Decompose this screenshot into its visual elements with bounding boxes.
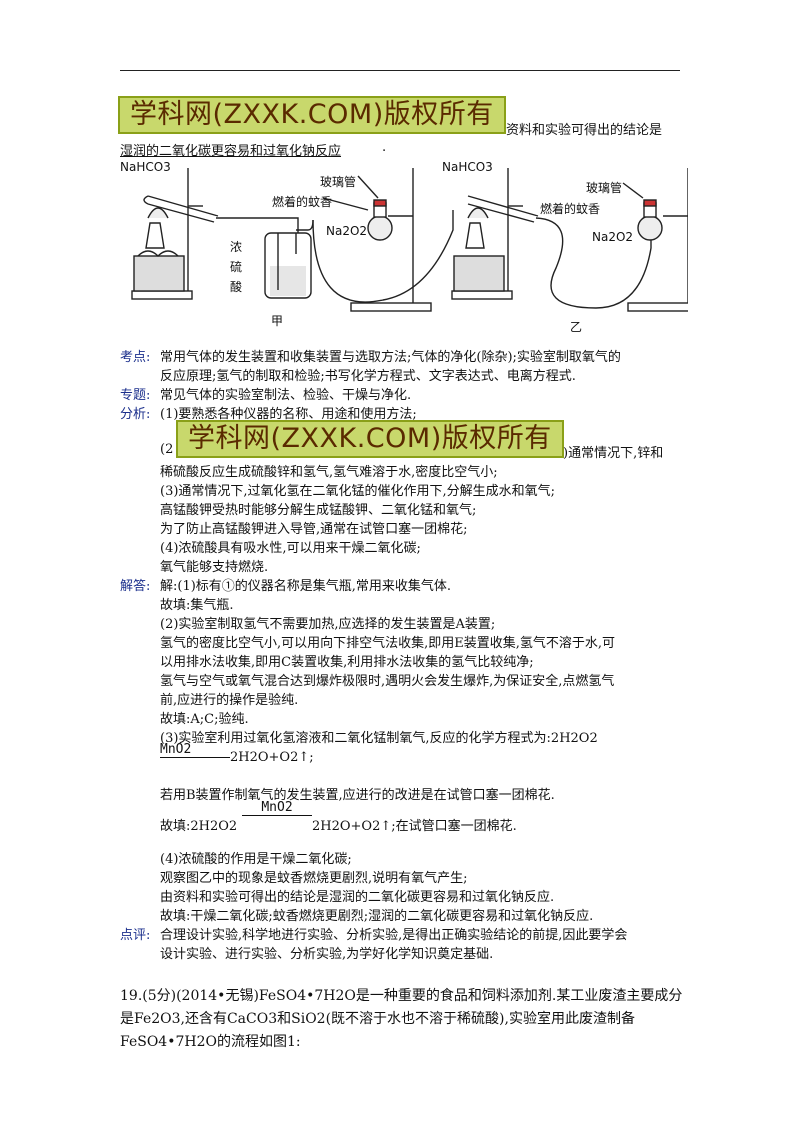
label-glass-tube-right: 玻璃管 [586,181,623,195]
equation-1: MnO2 [160,742,230,758]
equation-bar-1 [160,757,230,758]
jieda-line-4: 氢气的密度比空气小,可以用向下排空气法收集,即用E装置收集,氢气不溶于水,可 [160,636,616,651]
catalyst-label-2: MnO2 [261,800,293,815]
watermark-banner-2: 学科网(ZXXK.COM)版权所有 [176,420,564,458]
q19-line-3: FeSO4•7H2O的流程如图1: [120,1034,301,1050]
q19-line-2: 是Fe2O3,还含有CaCO3和SiO2(既不溶于水也不溶于稀硫酸),实验室用此… [120,1011,635,1027]
jieda-line-11-head: 故填:2H2O2 [160,819,238,834]
label-acid-1: 浓 [230,240,243,254]
figure-label-left: 甲 [271,314,284,328]
jieda-line-15: 故填:干燥二氧化碳;蚊香燃烧更剧烈;湿润的二氧化碳更容易和过氧化钠反应. [160,909,594,924]
jieda-line-9: (3)实验室利用过氧化氢溶液和二氧化锰制氧气,反应的化学方程式为:2H2O2 [160,731,598,746]
fenxi-line-7: (4)浓硫酸具有吸水性,可以用来干燥二氧化碳; [160,541,421,556]
equation-1-product: 2H2O+O2↑; [230,750,314,765]
fenxi-line-6: 为了防止高锰酸钾进入导管,通常在试管口塞一团棉花; [160,522,468,537]
label-glass-tube-left: 玻璃管 [320,175,357,189]
zhuanti-text: 常见气体的实验室制法、检验、干燥与净化. [160,388,412,403]
label-acid-2: 硫 [230,260,243,274]
fenxi-line-2-head: (2 [160,442,174,457]
label-na2o2-left: Na2O2 [326,224,368,238]
label-mosquito-coil-right: 燃着的蚊香 [540,202,601,216]
jieda-line-2: 故填:集气瓶. [160,598,234,613]
intro-line2-end: . [382,140,387,155]
jieda-line-11-tail: 2H2O+O2↑;在试管口塞一团棉花. [312,819,517,834]
label-na2o2-right: Na2O2 [592,230,634,244]
jieda-line-7: 前,应进行的操作是验纯. [160,693,299,708]
fenxi-line-2-tail: )通常情况下,锌和 [563,446,664,461]
kaodian-label: 考点: [120,350,151,365]
label-nahco3-right: NaHCO3 [442,160,493,174]
label-nahco3-left: NaHCO3 [120,160,171,174]
equation-2: MnO2 [242,800,312,816]
jieda-line-10: 若用B装置作制氧气的发生装置,应进行的改进是在试管口塞一团棉花. [160,788,555,803]
intro-line2: 湿润的二氧化碳更容易和过氧化钠反应 [120,144,342,159]
fenxi-line-8: 氧气能够支持燃烧. [160,560,269,575]
watermark-banner: 学科网(ZXXK.COM)版权所有 [118,96,506,134]
fenxi-label: 分析: [120,407,151,422]
jieda-line-12: (4)浓硫酸的作用是干燥二氧化碳; [160,852,352,867]
jieda-label: 解答: [120,579,151,594]
label-mosquito-coil-left: 燃着的蚊香 [272,195,333,209]
equation-bar-2 [242,815,312,816]
q19-line-1: 19.(5分)(2014•无锡)FeSO4•7H2O是一种重要的食品和饲料添加剂… [120,988,683,1004]
jieda-line-6: 氢气与空气或氧气混合达到爆炸极限时,遇明火会发生爆炸,为保证安全,点燃氢气 [160,674,615,689]
stand-base-left [131,290,193,300]
zhuanti-label: 专题: [120,388,151,403]
dianping-line-1: 合理设计实验,科学地进行实验、分析实验,是得出正确实验结论的前提,因此要学会 [160,928,628,943]
apparatus-figure [131,168,688,312]
kaodian-text-1: 常用气体的发生装置和收集装置与选取方法;气体的净化(除杂);实验室制取氧气的 [160,350,621,365]
jieda-line-1: 解:(1)标有①的仪器名称是集气瓶,常用来收集气体. [160,579,452,594]
jieda-line-14: 由资料和实验可得出的结论是湿润的二氧化碳更容易和过氧化钠反应. [160,890,555,905]
jieda-line-13: 观察图乙中的现象是蚊香燃烧更剧烈,说明有氧气产生; [160,871,468,886]
fenxi-line-5: 高锰酸钾受热时能够分解生成锰酸钾、二氧化锰和氧气; [160,503,477,518]
jieda-line-8: 故填:A;C;验纯. [160,712,249,727]
dianping-label: 点评: [120,928,151,943]
jieda-line-3: (2)实验室制取氢气不需要加热,应选择的发生装置是A装置; [160,617,496,632]
figure-label-right: 乙 [570,320,583,334]
fenxi-line-4: (3)通常情况下,过氧化氢在二氧化锰的催化作用下,分解生成水和氧气; [160,484,556,499]
catalyst-label-1: MnO2 [160,742,192,757]
top-rule [120,70,680,71]
fenxi-line-3: 稀硫酸反应生成硫酸锌和氢气,氢气难溶于水,密度比空气小; [160,465,498,480]
label-acid-3: 酸 [230,280,243,294]
kaodian-text-2: 反应原理;氢气的制取和检验;书写化学方程式、文字表达式、电离方程式. [160,369,576,384]
jieda-line-5: 以用排水法收集,即用C装置收集,利用排水法收集的氢气比较纯净; [160,655,534,670]
dianping-line-2: 设计实验、进行实验、分析实验,为学好化学知识奠定基础. [160,947,494,962]
fenxi-line-1: (1)要熟悉各种仪器的名称、用途和使用方法; [160,407,417,422]
intro-line1-tail: 资料和实验可得出的结论是 [506,123,663,138]
